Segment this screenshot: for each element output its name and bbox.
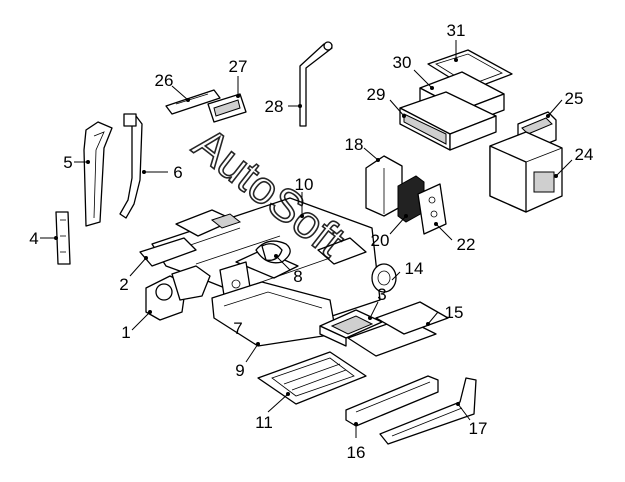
callout-8: 8 xyxy=(293,267,302,286)
callout-30: 30 xyxy=(393,53,412,72)
callout-3: 3 xyxy=(377,285,386,304)
callout-29: 29 xyxy=(367,85,386,104)
callout-6: 6 xyxy=(173,163,182,182)
part-5-pillar xyxy=(74,121,113,227)
callout-2: 2 xyxy=(119,275,128,294)
callout-22: 22 xyxy=(457,235,476,254)
callout-18: 18 xyxy=(345,135,364,154)
part-17-sill xyxy=(379,377,477,445)
part-3-console xyxy=(319,301,383,347)
part-11-mat xyxy=(257,351,367,413)
part-16-sill xyxy=(345,375,439,438)
callout-27: 27 xyxy=(229,57,248,76)
part-18-bracket xyxy=(363,147,403,217)
part-15-mat xyxy=(347,301,449,357)
callout-11: 11 xyxy=(255,413,273,432)
part-24-box xyxy=(489,131,573,213)
callout-26: 26 xyxy=(155,71,174,90)
part-29-tray xyxy=(389,91,497,151)
callout-4: 4 xyxy=(29,229,38,248)
callout-16: 16 xyxy=(347,443,366,462)
part-4-strip xyxy=(40,211,71,265)
callout-9: 9 xyxy=(235,361,244,380)
part-22-plate xyxy=(417,183,453,241)
callout-25: 25 xyxy=(565,89,584,108)
callout-1: 1 xyxy=(121,323,130,342)
callout-15: 15 xyxy=(445,303,464,322)
part-14-ring xyxy=(371,263,401,293)
part-8-cap xyxy=(261,243,291,271)
part-6-frame xyxy=(119,113,168,219)
part-2-panel xyxy=(129,237,197,277)
callout-5: 5 xyxy=(63,153,72,172)
callout-7: 7 xyxy=(233,319,242,338)
callout-17: 17 xyxy=(469,419,488,438)
callout-14: 14 xyxy=(405,259,424,278)
callout-24: 24 xyxy=(575,145,594,164)
callout-10: 10 xyxy=(295,175,314,194)
part-20-block xyxy=(389,175,425,235)
callout-28: 28 xyxy=(265,97,284,116)
callout-31: 31 xyxy=(447,21,466,40)
part-1-bracket xyxy=(131,265,211,331)
part-28-rod xyxy=(288,41,333,127)
part-26-plate xyxy=(165,85,221,115)
callout-20: 20 xyxy=(371,231,390,250)
part-27-plate xyxy=(207,76,247,123)
